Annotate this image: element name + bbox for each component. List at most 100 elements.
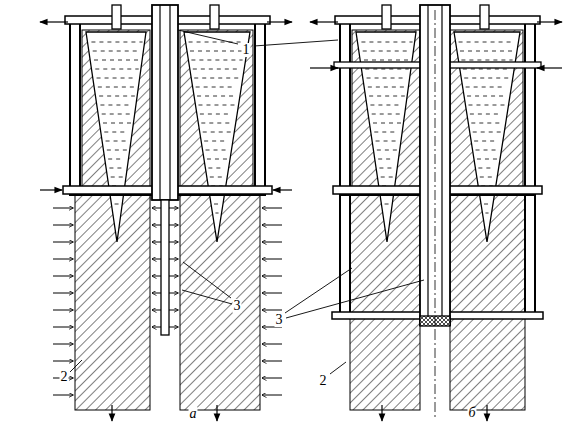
line [211,132,215,133]
line [482,87,486,88]
line [486,114,490,115]
line [115,96,119,97]
line [219,132,223,133]
line [395,51,399,52]
line [169,242,178,243]
line [169,225,178,226]
line [139,42,142,43]
line [375,78,379,79]
line [95,69,99,70]
line [215,60,219,61]
line [401,96,405,97]
line [501,60,505,61]
line [435,10,436,330]
line [481,132,485,133]
line [310,21,338,22]
line [474,141,478,142]
line [524,24,526,186]
line [390,132,394,133]
line [495,69,499,70]
line [230,105,234,106]
line [500,105,504,106]
line [376,87,380,88]
line [108,159,112,160]
line [214,204,218,205]
line [486,405,487,421]
line [169,208,178,209]
line [205,96,209,97]
line [393,42,397,43]
line [100,105,104,106]
line [53,208,73,209]
line [399,78,403,79]
line [111,177,115,178]
line [396,60,400,61]
line [135,69,138,70]
line [111,405,112,421]
line [53,327,73,328]
ingot [75,195,150,410]
line [497,132,501,133]
line [200,114,204,115]
line [122,141,126,142]
nozzle [382,5,391,29]
line [131,42,135,43]
liquid-metal-cone [86,32,146,242]
line [169,327,178,328]
line [212,87,216,88]
line [119,69,123,70]
line [460,51,464,52]
line [213,96,217,97]
line [373,69,377,70]
line [381,123,385,124]
line [79,24,81,186]
line [182,290,232,304]
line [111,69,115,70]
line [120,132,124,133]
line [53,395,73,396]
line [221,96,225,97]
line [476,150,480,151]
line [234,78,238,79]
line [369,96,373,97]
line [134,60,138,61]
line [204,87,208,88]
line [401,42,405,43]
line [220,87,224,88]
line [152,259,161,260]
line [488,177,492,178]
line [463,69,467,70]
line [477,159,481,160]
line [377,150,381,151]
line [217,69,221,70]
line [105,78,109,79]
line [387,168,391,169]
line [116,105,120,106]
line [169,293,178,294]
line [102,60,106,61]
line [486,168,490,169]
line [385,42,389,43]
line [476,51,480,52]
line [221,42,225,43]
line [496,78,500,79]
line [492,51,496,52]
line [394,105,398,106]
line [216,168,220,169]
line [93,51,97,52]
line [493,159,497,160]
line [364,60,368,61]
line [210,78,214,79]
line [380,114,384,115]
line [381,177,385,178]
line [262,259,282,260]
line [378,159,382,160]
line [499,42,503,43]
line [385,204,389,205]
line [459,42,463,43]
line [379,168,383,169]
line [409,42,412,43]
line [479,69,483,70]
line [53,293,73,294]
